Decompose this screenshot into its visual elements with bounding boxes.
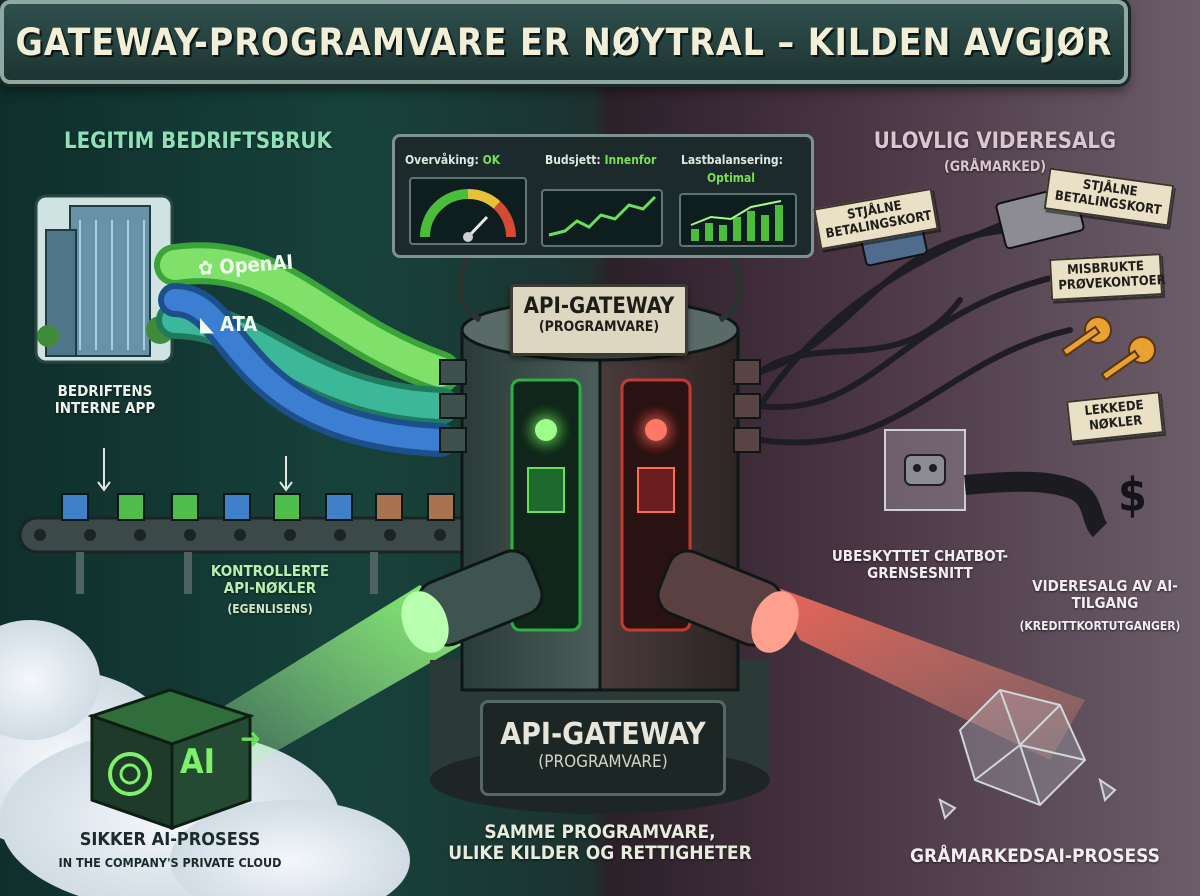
resale-label: VIDERESALG AV AI-TILGANG: [1032, 577, 1178, 612]
page-title: GATEWAY-PROGRAMVARE ER NØYTRAL – KILDEN …: [15, 20, 1113, 64]
ai-cube-text: AI: [180, 742, 216, 782]
budget-label: Budsjett:: [545, 153, 601, 167]
ata-icon: ◣: [200, 312, 214, 336]
title-banner: GATEWAY-PROGRAMVARE ER NØYTRAL – KILDEN …: [0, 0, 1128, 84]
budget-line-icon: [548, 195, 657, 237]
budget-chart-panel: [541, 189, 663, 247]
red-data-beam: [770, 585, 1085, 760]
green-data-beam: [205, 585, 470, 775]
conveyor-belt: [18, 448, 482, 594]
resale-pipe: [964, 471, 1108, 538]
status-dashboard: Overvåking: OK Budsjett: Innenfor Lastba…: [392, 134, 814, 258]
office-building: [34, 194, 174, 364]
dollar-icon: $: [1118, 468, 1147, 522]
monitor-label: Overvåking:: [405, 153, 479, 167]
tag-misused-trials: MISBRUKTE PRØVEKONTOER: [1048, 253, 1166, 301]
secure-process-label: SIKKER AI-PROSESS: [79, 829, 261, 850]
budget-status: Budsjett: Innenfor: [545, 153, 656, 167]
conveyor-sub: (EGENLISENS): [227, 602, 313, 616]
tangled-cables: [757, 207, 1093, 446]
ata-pipe-label: ◣ ATA: [200, 312, 257, 336]
load-bars-icon: [690, 200, 783, 241]
budget-value: Innenfor: [604, 153, 657, 167]
right-heading: ULOVLIG VIDERESALG: [873, 129, 1117, 154]
center-caption: SAMME PROGRAMVARE, ULIKE KILDER OG RETTI…: [440, 821, 760, 865]
chatbot-label: UBESKYTTET CHATBOT-GRENSESNITT: [831, 547, 1009, 582]
openai-icon: ✿: [197, 255, 214, 281]
grey-process-label: GRÅMARKEDSAI-PROSESS: [910, 845, 1160, 867]
gateway-top-title: API-GATEWAY: [523, 294, 675, 319]
center-caption-line1: SAMME PROGRAMVARE,: [484, 821, 716, 843]
conveyor-label: KONTROLLERTE API-NØKLER: [210, 562, 330, 597]
provider-ata: ATA: [220, 312, 258, 336]
secure-process-sub: IN THE COMPANY'S PRIVATE CLOUD: [58, 855, 282, 870]
arrow-right-icon: ➜: [240, 722, 262, 755]
gauge-panel: [409, 177, 527, 245]
gateway-top-sub: (PROGRAMVARE): [538, 319, 660, 335]
lb-value: Optimal: [707, 171, 755, 185]
right-heading-sub: (GRÅMARKED): [943, 159, 1047, 175]
monitor-status: Overvåking: OK: [405, 153, 500, 167]
leaked-keys: [1061, 316, 1156, 382]
gateway-top-plaque: API-GATEWAY (PROGRAMVARE): [510, 284, 688, 356]
monitor-value: OK: [482, 153, 501, 167]
gateway-bottom-sub: (PROGRAMVARE): [538, 752, 668, 772]
gateway-bottom-title: API-GATEWAY: [500, 717, 706, 752]
input-pipes: [154, 242, 461, 457]
chatbot-box: [884, 429, 966, 511]
lb-chart-panel: [679, 193, 797, 247]
center-caption-line2: ULIKE KILDER OG RETTIGHETER: [448, 842, 752, 865]
building-label: BEDRIFTENS INTERNE APP: [54, 382, 156, 417]
gateway-bottom-plaque: API-GATEWAY (PROGRAMVARE): [480, 700, 726, 796]
ai-cube: [87, 688, 255, 831]
left-heading: LEGITIM BEDRIFTSBRUK: [64, 129, 332, 154]
gauge-icon: [420, 188, 517, 242]
shattered-glass: [938, 688, 1117, 820]
lb-label: Lastbalansering:: [681, 153, 783, 167]
provider-openai: OpenAI: [218, 249, 294, 279]
resale-sub: (KREDITTKORTUTGANGER): [1019, 619, 1181, 633]
